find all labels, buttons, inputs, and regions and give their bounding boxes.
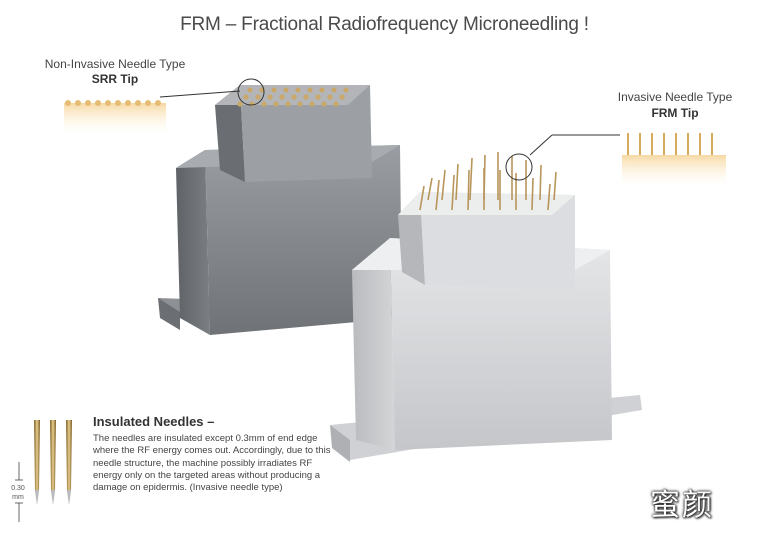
watermark: 蜜颜 bbox=[650, 488, 714, 523]
dimension-label: 0.30 mm bbox=[11, 485, 25, 501]
page-title: FRM – Fractional Radiofrequency Micronee… bbox=[180, 14, 589, 35]
insulated-title: Insulated Needles – bbox=[93, 414, 215, 429]
frm-skin-swatch bbox=[622, 133, 726, 185]
frm-callout bbox=[505, 134, 620, 181]
insulated-needles-illustration bbox=[34, 420, 72, 505]
insulated-description: The needles are insulated except 0.3mm o… bbox=[93, 433, 331, 494]
srr-callout bbox=[159, 78, 265, 106]
srr-tip-label: SRR Tip bbox=[91, 72, 139, 86]
srr-type-label: Non-Invasive Needle Type bbox=[44, 57, 186, 71]
frm-device bbox=[330, 152, 642, 462]
srr-skin-swatch bbox=[64, 100, 166, 133]
frm-type-label: Invasive Needle Type bbox=[617, 90, 733, 104]
frm-tip-label: FRM Tip bbox=[651, 106, 699, 120]
dimension-marker bbox=[15, 462, 23, 522]
